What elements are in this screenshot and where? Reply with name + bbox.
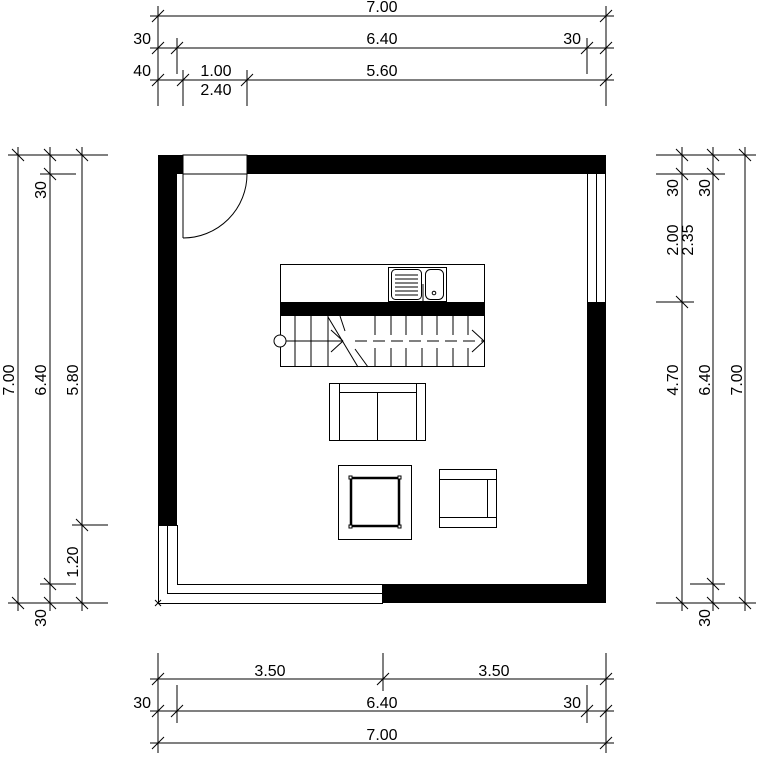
dim-left-wall-top: 30 [33, 181, 50, 199]
walls [158, 155, 606, 603]
window-bottom [154, 584, 383, 607]
dim-left-wall-bottom: 30 [33, 609, 50, 627]
staircase [273, 315, 485, 368]
dim-left-wall-length: 5.80 [65, 364, 82, 395]
dim-left-overall: 7.00 [1, 364, 18, 395]
stair-start-circle [273, 334, 287, 348]
dim-right-window-height: 2.35 [680, 224, 697, 255]
dim-top-wall-right: 30 [563, 31, 581, 48]
dim-bottom-wall-left: 30 [133, 695, 151, 712]
dim-right-window-width: 2.00 [665, 224, 682, 255]
window-right [587, 174, 606, 302]
dim-door-width: 1.00 [200, 63, 231, 80]
dim-bottom-window-width: 3.50 [254, 663, 285, 680]
right-dimensions: 30 30 2.00 2.35 4.70 6.40 7.00 30 [656, 147, 756, 627]
origin-marker-icon [154, 599, 162, 607]
dim-top-wall-left: 30 [133, 31, 151, 48]
door [182, 154, 248, 239]
bottom-dimensions: 3.50 3.50 30 6.40 30 7.00 [133, 653, 614, 753]
dim-top-inner: 6.40 [366, 31, 397, 48]
dim-right-overall: 7.00 [729, 364, 746, 395]
coffee-table [338, 465, 412, 540]
dim-right-wall-length: 4.70 [665, 364, 682, 395]
dim-left-inner: 6.40 [33, 364, 50, 395]
dim-bottom-wall-length: 3.50 [478, 663, 509, 680]
dim-bottom-overall: 7.00 [366, 727, 397, 744]
left-dimensions: 7.00 6.40 5.80 30 1.20 30 [1, 147, 108, 627]
dim-right-inner: 6.40 [697, 364, 714, 395]
dim-door-height: 2.40 [200, 82, 231, 99]
top-dimensions: 7.00 6.40 30 30 40 1.00 2.40 5.60 [133, 0, 614, 106]
dim-bottom-inner: 6.40 [366, 695, 397, 712]
dim-right-wall-top-inner: 30 [697, 179, 714, 197]
sink-basin [425, 269, 444, 300]
dim-top-offset: 40 [133, 63, 151, 80]
sofa [329, 383, 426, 441]
dim-right-wall-top: 30 [665, 179, 682, 197]
dim-right-wall-bottom: 30 [697, 609, 714, 627]
dim-bottom-wall-right: 30 [563, 695, 581, 712]
kitchen-counter [280, 264, 485, 303]
window-left [158, 525, 178, 603]
dim-top-remaining: 5.60 [366, 63, 397, 80]
stair-wall [280, 302, 485, 315]
dim-top-overall: 7.00 [366, 0, 397, 16]
sink-drainboard [391, 269, 422, 300]
dim-left-window-width: 1.20 [65, 546, 82, 577]
armchair [439, 469, 497, 528]
